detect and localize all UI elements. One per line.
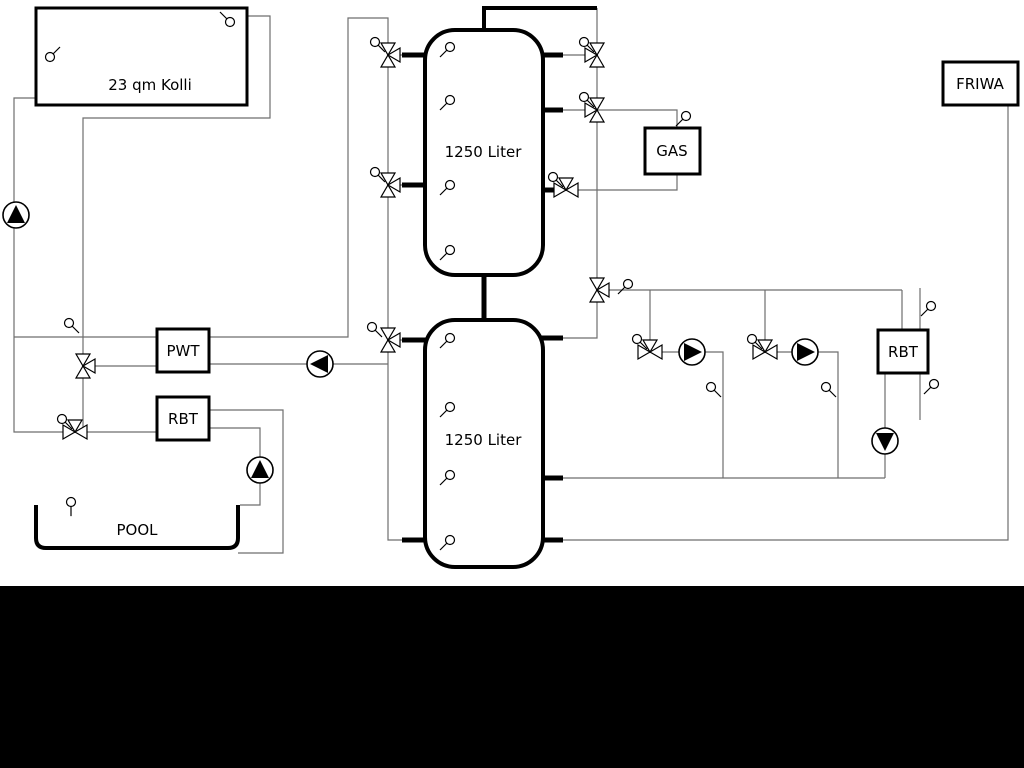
buffer-tank-top-label: 1250 Liter xyxy=(445,143,523,161)
heating-pump-1-icon xyxy=(678,338,706,366)
pipe-gas-return xyxy=(543,174,678,191)
pipe-collector-supply xyxy=(82,15,271,432)
pool-pump-icon xyxy=(246,456,274,484)
buffer-tank-bottom-label: 1250 Liter xyxy=(445,431,523,449)
temp-sensor-icon xyxy=(617,278,634,295)
pipe-charge-riser xyxy=(209,17,389,338)
gas-boiler-box xyxy=(643,126,702,176)
pipe-stratifier-main xyxy=(387,55,427,541)
rbt-return-pump-icon xyxy=(871,427,899,455)
solar-diverter-valve-icon xyxy=(75,353,96,379)
pipe-pool-return xyxy=(209,409,284,554)
heating-pump-2-icon xyxy=(791,338,819,366)
pipe-gas-supply xyxy=(597,109,678,128)
temp-sensor-icon xyxy=(60,495,82,517)
pipe-mixer-to-tank2 xyxy=(543,290,598,339)
rbt-right-label: RBT xyxy=(888,343,919,361)
pwt-label: PWT xyxy=(166,342,200,360)
rbt-left-label: RBT xyxy=(168,410,199,428)
temp-sensor-icon xyxy=(820,381,837,398)
pool-basin xyxy=(34,505,240,550)
rbt-right-box xyxy=(876,328,930,375)
friwa-station-label: FRIWA xyxy=(956,75,1004,93)
temp-sensor-icon xyxy=(920,300,937,317)
charge-valve-top-icon xyxy=(380,42,401,68)
pipe-circuit2 xyxy=(765,351,839,478)
hydraulic-diagram: 23 qm Kolli 1250 Liter 1250 Liter GAS FR… xyxy=(0,0,1024,586)
charge-pump-icon xyxy=(306,350,334,378)
temp-sensor-icon xyxy=(675,110,692,127)
temp-sensor-icon xyxy=(923,378,940,395)
pool-label: POOL xyxy=(116,521,158,539)
gas-boiler-label: GAS xyxy=(656,142,687,160)
temp-sensor-icon xyxy=(63,317,80,334)
diagram-svg: 23 qm Kolli 1250 Liter 1250 Liter GAS FR… xyxy=(2,6,1020,569)
pipe-collector-return xyxy=(13,97,157,433)
solar-pump-icon xyxy=(2,201,30,229)
buffer-tank-bottom xyxy=(423,318,545,569)
pwt-heat-exchanger-box xyxy=(155,327,211,374)
charge-valve-low-icon xyxy=(380,327,401,353)
friwa-station-box xyxy=(941,60,1020,107)
rbt-left-box xyxy=(155,395,211,442)
piping-thick xyxy=(402,6,597,543)
solar-collector-label: 23 qm Kolli xyxy=(108,76,192,94)
mixing-valve-icon xyxy=(589,277,610,303)
temp-sensor-icon xyxy=(366,321,383,338)
buffer-tank-top xyxy=(423,28,545,277)
pipe-circuit1 xyxy=(650,351,724,478)
footer-black-bar xyxy=(0,586,1024,768)
solar-collector-box xyxy=(34,6,249,107)
pipe-friwa-cold xyxy=(543,105,1009,541)
pipe-tank1-top xyxy=(482,6,597,30)
charge-valve-mid-icon xyxy=(380,172,401,198)
temp-sensor-icon xyxy=(705,381,722,398)
